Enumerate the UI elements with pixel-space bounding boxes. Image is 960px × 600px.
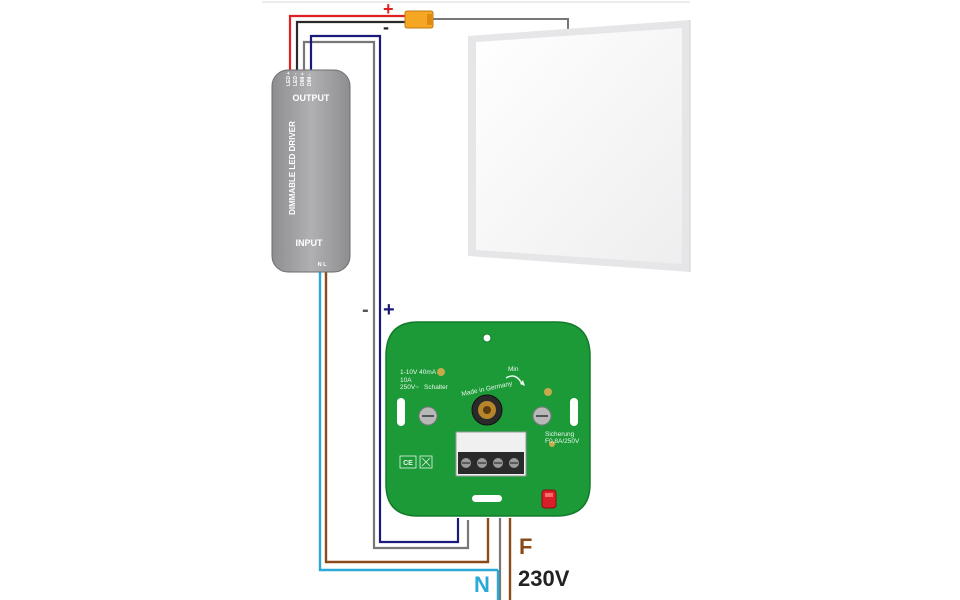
dimmer-spec-line3: 250V~ — [400, 384, 419, 391]
wire-connector — [404, 10, 434, 29]
rotation-arrow-icon — [505, 375, 523, 385]
driver-input-terminals: N L — [318, 262, 328, 268]
dimmer-fuse-line2: F0,8A/250V — [545, 438, 580, 445]
led-driver: LED + LED - DIM + DIM - OUTPUT DIMMABLE … — [271, 69, 351, 273]
mounting-slot-left — [397, 398, 405, 426]
mounting-hole-top — [482, 333, 492, 343]
dim-minus-wire — [302, 40, 470, 550]
live-wire-driver — [324, 270, 490, 564]
ce-mark-icon: CE — [399, 455, 417, 469]
screw-icon-left — [418, 406, 438, 426]
mounting-slot-right — [570, 398, 578, 426]
screw-icon-right — [532, 406, 552, 426]
dimmer-spec-line1: 1-10V 40mA — [400, 369, 437, 376]
dimmer-min-label: Min — [508, 366, 519, 373]
led-plus-wire — [288, 14, 405, 70]
led-plus-label: + — [383, 0, 394, 19]
driver-input-label: INPUT — [296, 238, 324, 248]
neutral-wire — [318, 270, 498, 572]
led-minus-wire — [295, 20, 405, 70]
dim-plus-wire — [309, 34, 460, 544]
ce-mark-text: CE — [403, 460, 413, 467]
terminal-dim-minus: DIM - — [307, 73, 313, 86]
dim-minus-label: - — [362, 299, 369, 321]
driver-title: DIMMABLE LED DRIVER — [288, 121, 297, 215]
mains-n-label: N — [474, 572, 490, 597]
screw-icon-small-right — [544, 388, 552, 396]
waste-bin-icon — [419, 455, 433, 469]
terminal-block — [455, 431, 527, 477]
dimmer-spec-line2: 10A — [400, 377, 412, 384]
dimmer-knob — [471, 394, 503, 426]
screw-icon-small-lower — [549, 441, 555, 447]
driver-output-label: OUTPUT — [293, 93, 331, 103]
rotation-arrow-head-icon — [520, 380, 525, 386]
mains-voltage-label: 230V — [518, 566, 570, 591]
terminal-led-plus: LED + — [286, 72, 292, 86]
mains-f-label: F — [519, 534, 532, 559]
mounting-slot-bottom — [472, 495, 502, 502]
terminal-dim-plus: DIM + — [300, 72, 306, 86]
terminal-led-minus: LED - — [293, 73, 299, 86]
dimmer-fuse-line1: Sicherung — [545, 431, 575, 438]
dimmer-switch-label: Schalter — [424, 384, 449, 391]
led-minus-label: - — [383, 17, 389, 37]
screw-icon-small-left — [437, 368, 445, 376]
dimmer-module: CE 1-10V 40mA 10A 250V~ Schalter Min Sic… — [385, 321, 591, 517]
dim-plus-label: + — [383, 299, 395, 321]
panel-feed-wire — [432, 18, 569, 30]
led-panel — [468, 20, 691, 272]
fuse-icon — [541, 489, 557, 509]
